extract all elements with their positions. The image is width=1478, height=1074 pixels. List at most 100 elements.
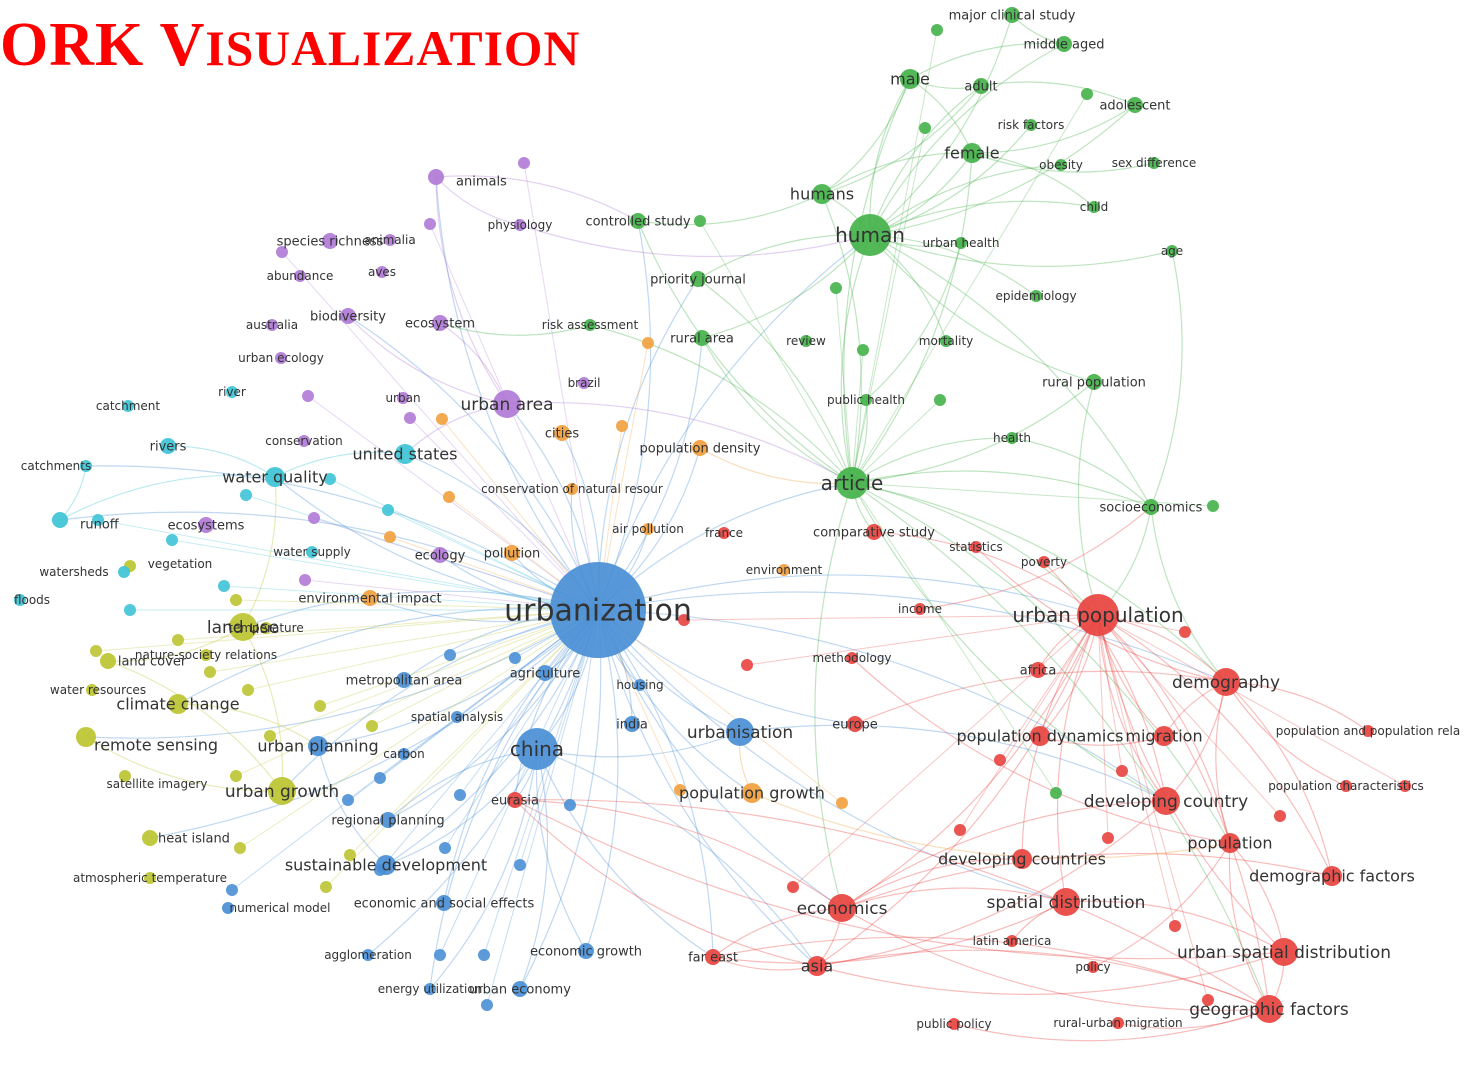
node-controlled-study[interactable] <box>630 213 646 229</box>
node-conservation-natural[interactable] <box>566 483 578 495</box>
node-housing[interactable] <box>634 679 646 691</box>
node-population-growth[interactable] <box>742 783 762 803</box>
node-india[interactable] <box>624 716 640 732</box>
node-cities[interactable] <box>554 425 570 441</box>
node-human[interactable] <box>849 214 891 256</box>
node-health[interactable] <box>1006 432 1018 444</box>
node-urban-area[interactable] <box>493 390 521 418</box>
node-mortality[interactable] <box>940 335 952 347</box>
node-humans[interactable] <box>812 184 832 204</box>
node-regional-planning[interactable] <box>380 812 396 828</box>
node-river[interactable] <box>226 386 238 398</box>
node-urban-spatial-distribution[interactable] <box>1270 938 1298 966</box>
node-developing-country[interactable] <box>1152 787 1180 815</box>
node-population-dynamics[interactable] <box>1030 726 1050 746</box>
node-latin-america[interactable] <box>1006 935 1018 947</box>
node-runoff[interactable] <box>52 512 68 528</box>
node-migration[interactable] <box>1154 726 1174 746</box>
node-atmospheric-temperature[interactable] <box>144 872 156 884</box>
node-sustainable-development[interactable] <box>376 855 396 875</box>
node-review[interactable] <box>800 335 812 347</box>
node-demographic-factors[interactable] <box>1322 866 1342 886</box>
node-urbanisation[interactable] <box>726 718 754 746</box>
node-male[interactable] <box>900 69 920 89</box>
node-geographic-factors[interactable] <box>1255 995 1283 1023</box>
node-spatial-distribution[interactable] <box>1052 888 1080 916</box>
node-brazil[interactable] <box>578 377 590 389</box>
node-agglomeration[interactable] <box>362 949 374 961</box>
node-air-pollution[interactable] <box>642 523 654 535</box>
node-water-quality[interactable] <box>265 467 285 487</box>
node-pollution[interactable] <box>504 545 520 561</box>
node-united-states[interactable] <box>395 444 415 464</box>
node-methodology[interactable] <box>846 652 858 664</box>
node-energy-utilization[interactable] <box>424 983 436 995</box>
node-watersheds[interactable] <box>118 566 130 578</box>
node-ecosystem[interactable] <box>432 315 448 331</box>
node-public-health[interactable] <box>860 394 872 406</box>
node-risk-assessment[interactable] <box>584 319 596 331</box>
node-rural-area[interactable] <box>694 330 710 346</box>
node-ecosystems[interactable] <box>198 517 214 533</box>
node-urban-growth[interactable] <box>268 777 296 805</box>
node-africa[interactable] <box>1030 662 1046 678</box>
node-priority-journal[interactable] <box>690 271 706 287</box>
node-physiology[interactable] <box>514 219 526 231</box>
node-urbanization[interactable] <box>550 562 646 658</box>
node-rivers[interactable] <box>160 438 176 454</box>
node-nature-society[interactable] <box>200 649 212 661</box>
node-eurasia[interactable] <box>507 792 523 808</box>
node-metropolitan-area[interactable] <box>396 672 412 688</box>
node-urban-health[interactable] <box>955 237 967 249</box>
node-urban-economy[interactable] <box>512 981 528 997</box>
node-environment[interactable] <box>778 564 790 576</box>
node-comparative-study[interactable] <box>866 524 882 540</box>
node-aves[interactable] <box>376 266 388 278</box>
node-population[interactable] <box>1220 833 1240 853</box>
node-population-density[interactable] <box>692 440 708 456</box>
node-demography[interactable] <box>1212 668 1240 696</box>
node-agriculture[interactable] <box>537 665 553 681</box>
node-australia[interactable] <box>266 319 278 331</box>
node-land-use[interactable] <box>229 613 257 641</box>
node-major-clinical-study[interactable] <box>1004 7 1020 23</box>
node-species-richness[interactable] <box>322 233 338 249</box>
node-child[interactable] <box>1088 201 1100 213</box>
node-animalia[interactable] <box>384 234 396 246</box>
node-public-policy[interactable] <box>948 1018 960 1030</box>
node-far-east[interactable] <box>705 949 721 965</box>
node-epidemiology[interactable] <box>1030 290 1042 302</box>
node-urban-planning[interactable] <box>308 736 328 756</box>
node-biodiversity[interactable] <box>340 308 356 324</box>
node-animals[interactable] <box>428 169 444 185</box>
node-socioeconomics[interactable] <box>1143 499 1159 515</box>
node-environmental-impact[interactable] <box>362 590 378 606</box>
node-population-characteristics[interactable] <box>1340 780 1352 792</box>
node-climate-change[interactable] <box>168 694 188 714</box>
node-age[interactable] <box>1166 245 1178 257</box>
node-asia[interactable] <box>807 956 827 976</box>
node-female[interactable] <box>962 143 982 163</box>
node-carbon[interactable] <box>398 748 410 760</box>
node-obesity[interactable] <box>1055 159 1067 171</box>
node-conservation[interactable] <box>298 435 310 447</box>
node-urban-population[interactable] <box>1077 594 1119 636</box>
node-temperature[interactable] <box>260 622 272 634</box>
node-rural-population[interactable] <box>1086 374 1102 390</box>
node-water-resources[interactable] <box>86 684 98 696</box>
node-spatial-analysis[interactable] <box>451 711 463 723</box>
node-risk-factors[interactable] <box>1025 119 1037 131</box>
node-urban[interactable] <box>397 392 409 404</box>
node-income[interactable] <box>914 603 926 615</box>
node-france[interactable] <box>718 527 730 539</box>
node-land-cover[interactable] <box>100 653 116 669</box>
node-catchments[interactable] <box>80 460 92 472</box>
node-developing-countries[interactable] <box>1012 849 1032 869</box>
node-rural-urban-migration[interactable] <box>1112 1017 1124 1029</box>
node-abundance[interactable] <box>294 270 306 282</box>
node-remote-sensing[interactable] <box>76 727 96 747</box>
node-adult[interactable] <box>973 78 989 94</box>
node-sex-difference[interactable] <box>1148 157 1160 169</box>
node-poverty[interactable] <box>1038 556 1050 568</box>
node-economics[interactable] <box>828 894 856 922</box>
